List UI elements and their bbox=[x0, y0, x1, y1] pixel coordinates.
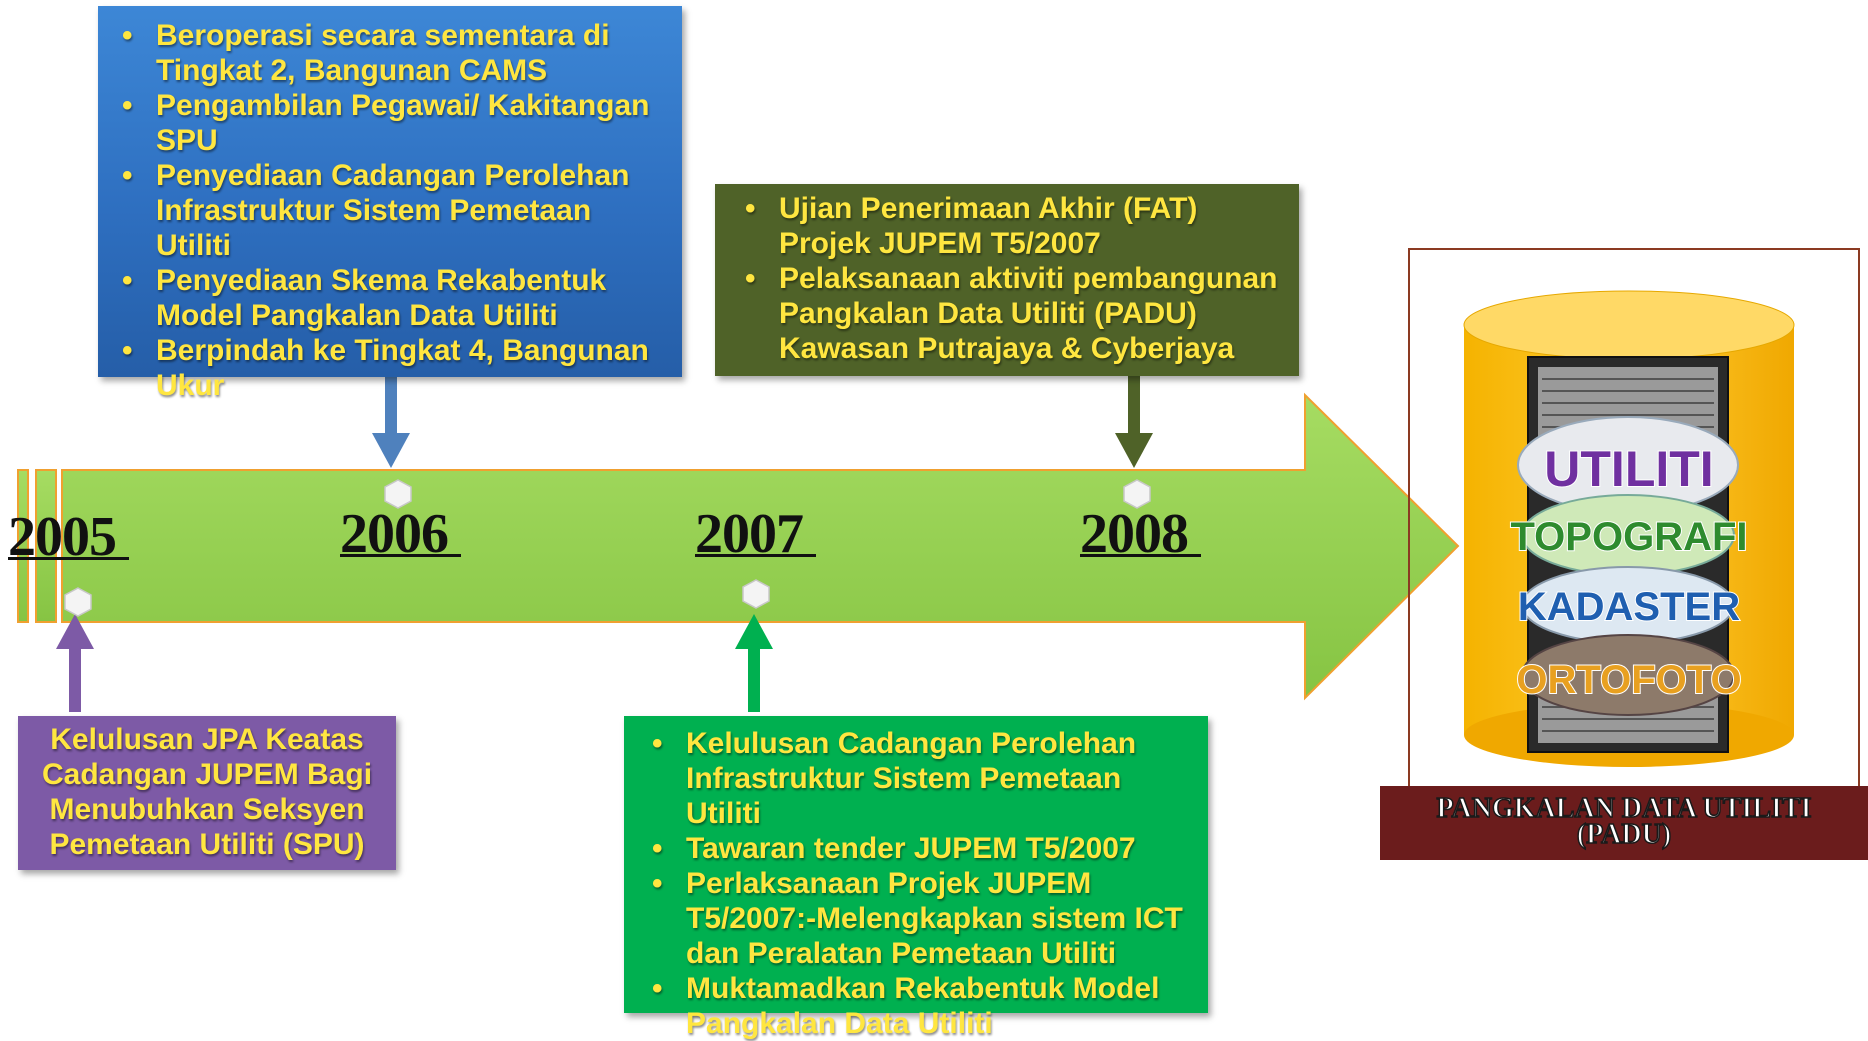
list-2007: Kelulusan Cadangan Perolehan Infrastrukt… bbox=[638, 726, 1198, 1041]
layer-utiliti: UTILITI bbox=[1543, 440, 1714, 498]
timeline-arrow-body bbox=[61, 392, 1460, 701]
box-2007: Kelulusan Cadangan Perolehan Infrastrukt… bbox=[624, 716, 1208, 1040]
year-2007: 2007 bbox=[695, 503, 816, 565]
list-item: Penyediaan Skema Rekabentuk Model Pangka… bbox=[108, 263, 668, 333]
timeline-stripe bbox=[17, 469, 29, 623]
layer-kadaster: KADASTER bbox=[1517, 584, 1741, 630]
database-label-line1: PANGKALAN DATA UTILITI bbox=[1436, 793, 1812, 824]
list-item: Penyediaan Cadangan Perolehan Infrastruk… bbox=[108, 158, 668, 263]
list-item: Ujian Penerimaan Akhir (FAT) Projek JUPE… bbox=[731, 191, 1287, 261]
list-2008: Ujian Penerimaan Akhir (FAT) Projek JUPE… bbox=[731, 191, 1287, 366]
layer-ortofoto: ORTOFOTO bbox=[1515, 657, 1742, 703]
timeline-arrow bbox=[17, 375, 1460, 712]
list-item: Tawaran tender JUPEM T5/2007 bbox=[638, 831, 1198, 866]
marker-2008 bbox=[1123, 479, 1151, 509]
connector-2007 bbox=[735, 614, 773, 712]
year-2005: 2005 bbox=[8, 506, 129, 568]
list-item: Kelulusan Cadangan Perolehan Infrastrukt… bbox=[638, 726, 1198, 831]
year-2008: 2008 bbox=[1080, 503, 1201, 565]
timeline-stripe bbox=[35, 469, 57, 623]
database-label-line2: (PADU) bbox=[1576, 819, 1672, 850]
list-item: Perlaksanaan Projek JUPEM T5/2007:-Melen… bbox=[638, 866, 1198, 971]
list-item: Beroperasi secara sementara di Tingkat 2… bbox=[108, 18, 668, 88]
list-item: Pelaksanaan aktiviti pembangunan Pangkal… bbox=[731, 261, 1287, 366]
year-2006: 2006 bbox=[340, 503, 461, 565]
box-2006: Beroperasi secara sementara di Tingkat 2… bbox=[98, 6, 682, 402]
box-2005-text: Kelulusan JPA Keatas Cadangan JUPEM Bagi… bbox=[41, 723, 373, 861]
list-item: Muktamadkan Rekabentuk Model Pangkalan D… bbox=[638, 971, 1198, 1041]
connector-2008 bbox=[1115, 375, 1153, 468]
box-2008: Ujian Penerimaan Akhir (FAT) Projek JUPE… bbox=[715, 184, 1299, 376]
layer-band-ortofoto bbox=[1521, 634, 1735, 716]
database-label-box: PANGKALAN DATA UTILITI (PADU) bbox=[1380, 786, 1868, 860]
list-item: Berpindah ke Tingkat 4, Bangunan Ukur bbox=[108, 333, 668, 403]
marker-2006 bbox=[384, 479, 412, 509]
layer-topografi: TOPOGRAFI bbox=[1509, 514, 1748, 560]
marker-2005 bbox=[64, 587, 92, 617]
list-2006: Beroperasi secara sementara di Tingkat 2… bbox=[108, 18, 668, 403]
marker-2007 bbox=[742, 579, 770, 609]
box-2005: Kelulusan JPA Keatas Cadangan JUPEM Bagi… bbox=[18, 716, 396, 870]
list-item: Pengambilan Pegawai/ Kakitangan SPU bbox=[108, 88, 668, 158]
connector-2005 bbox=[56, 614, 94, 712]
database-cylinder bbox=[1463, 290, 1795, 767]
